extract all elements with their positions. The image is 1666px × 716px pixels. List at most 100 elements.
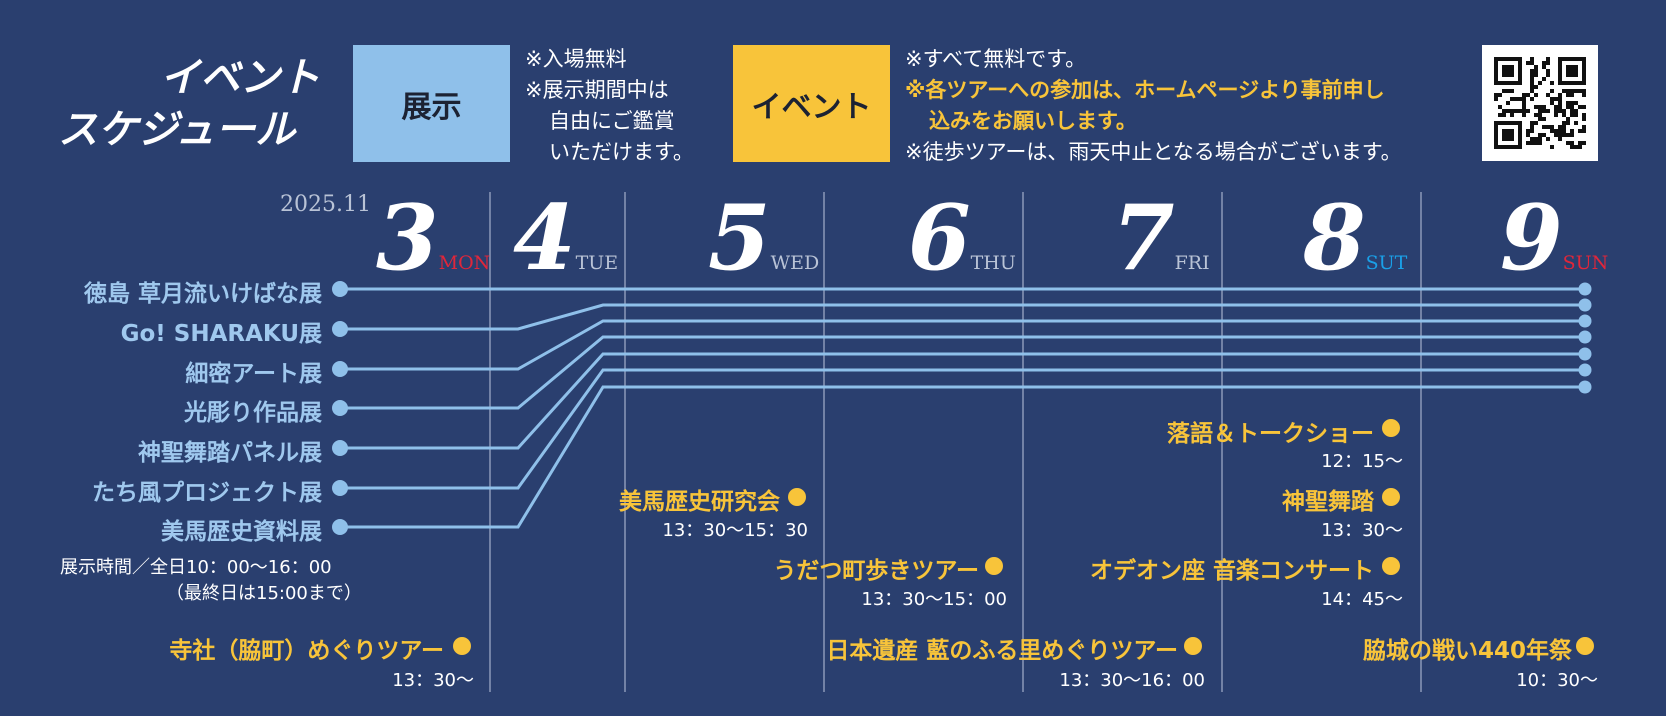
qr-module (1514, 97, 1518, 101)
day-of-week: SUT (1365, 252, 1408, 274)
event-time: 13：30～ (392, 670, 474, 691)
exhibit-period-line (340, 303, 1585, 331)
qr-module (1570, 141, 1574, 145)
exhibit-start-dot (332, 361, 348, 377)
exhibit-start-dot (332, 519, 348, 535)
event-time: 13：30～16：00 (1059, 670, 1205, 691)
event-time: 14：45～ (1321, 589, 1403, 610)
qr-code-icon[interactable] (1482, 45, 1598, 161)
qr-module (1562, 109, 1566, 113)
exhibit-note: ※展示期間中は (525, 78, 669, 102)
event-time: 10：30～ (1516, 670, 1598, 691)
qr-module (1550, 89, 1554, 93)
day-9-header: 9SUN (1500, 193, 1608, 283)
qr-module (1558, 97, 1562, 101)
exhibit-hours-line: 展示時間／全日10：00～16：00 (60, 557, 332, 578)
exhibit-end-dot (1578, 347, 1592, 361)
qr-module (1530, 73, 1534, 77)
qr-module (1554, 109, 1558, 113)
qr-module (1578, 145, 1582, 149)
qr-module (1566, 141, 1570, 145)
qr-module (1534, 141, 1538, 145)
qr-module (1522, 97, 1526, 101)
event-dot (1382, 557, 1400, 575)
qr-module (1542, 133, 1546, 137)
qr-module (1534, 113, 1538, 117)
qr-module (1538, 137, 1542, 141)
qr-module (1522, 93, 1526, 97)
qr-module (1530, 97, 1534, 101)
exhibit-start-dot (332, 480, 348, 496)
day-number: 6 (908, 185, 971, 291)
qr-module (1510, 89, 1514, 93)
qr-module (1530, 61, 1534, 65)
qr-module (1562, 89, 1566, 93)
qr-module (1582, 125, 1586, 129)
qr-code-graphic (1494, 57, 1586, 149)
qr-module (1554, 129, 1558, 133)
event-dot (1382, 419, 1400, 437)
event-note: ※各ツアーへの参加は、ホームページより事前申し (905, 78, 1385, 102)
qr-finder (1502, 65, 1514, 77)
qr-module (1558, 93, 1562, 97)
qr-module (1578, 129, 1582, 133)
day-4-header: 4TUE (513, 193, 618, 283)
exhibit-start-dot (332, 400, 348, 416)
qr-module (1538, 109, 1542, 113)
qr-module (1546, 93, 1550, 97)
qr-module (1558, 109, 1562, 113)
exhibit-start-dot (332, 440, 348, 456)
exhibit-period-line (340, 368, 1585, 490)
day-3-header: 3MON (376, 193, 490, 283)
qr-module (1530, 69, 1534, 73)
exhibit-hours: 展示時間／全日10：00～16：00 （最終日は15:00まで） (60, 555, 362, 607)
qr-module (1530, 85, 1534, 89)
qr-module (1538, 117, 1542, 121)
event-dot (1576, 637, 1594, 655)
qr-module (1546, 61, 1550, 65)
qr-module (1538, 141, 1542, 145)
qr-module (1582, 89, 1586, 93)
qr-module (1582, 93, 1586, 97)
qr-module (1530, 121, 1534, 125)
qr-module (1538, 133, 1542, 137)
event-time: 12：15～ (1321, 451, 1403, 472)
qr-module (1546, 137, 1550, 141)
exhibit-end-dot (1578, 298, 1592, 312)
qr-module (1530, 125, 1534, 129)
qr-module (1550, 101, 1554, 105)
qr-module (1542, 105, 1546, 109)
qr-module (1566, 89, 1570, 93)
qr-module (1562, 129, 1566, 133)
exhibit-label: 光彫り作品展 (184, 400, 322, 426)
exhibit-label: 徳島 草月流いけばな展 (83, 281, 322, 307)
qr-module (1526, 61, 1530, 65)
qr-module (1546, 57, 1550, 61)
day-8-header: 8SUT (1303, 193, 1407, 283)
event-title: 美馬歴史研究会 (619, 489, 780, 515)
exhibit-note: ※入場無料 (525, 47, 627, 71)
qr-module (1554, 113, 1558, 117)
exhibit-end-dot (1578, 363, 1592, 377)
qr-module (1542, 65, 1546, 69)
event-dot (788, 488, 806, 506)
qr-module (1570, 145, 1574, 149)
qr-module (1526, 109, 1530, 113)
qr-module (1534, 93, 1538, 97)
exhibit-label: たち風プロジェクト展 (92, 480, 322, 506)
qr-module (1554, 97, 1558, 101)
qr-module (1534, 137, 1538, 141)
qr-module (1558, 133, 1562, 137)
qr-module (1526, 141, 1530, 145)
qr-module (1522, 101, 1526, 105)
qr-module (1542, 61, 1546, 65)
qr-module (1530, 89, 1534, 93)
qr-module (1546, 69, 1550, 73)
day-number: 9 (1500, 185, 1563, 291)
qr-module (1570, 129, 1574, 133)
day-of-week: SUN (1562, 252, 1609, 274)
qr-module (1530, 137, 1534, 141)
qr-module (1558, 105, 1562, 109)
day-number: 4 (513, 185, 576, 291)
